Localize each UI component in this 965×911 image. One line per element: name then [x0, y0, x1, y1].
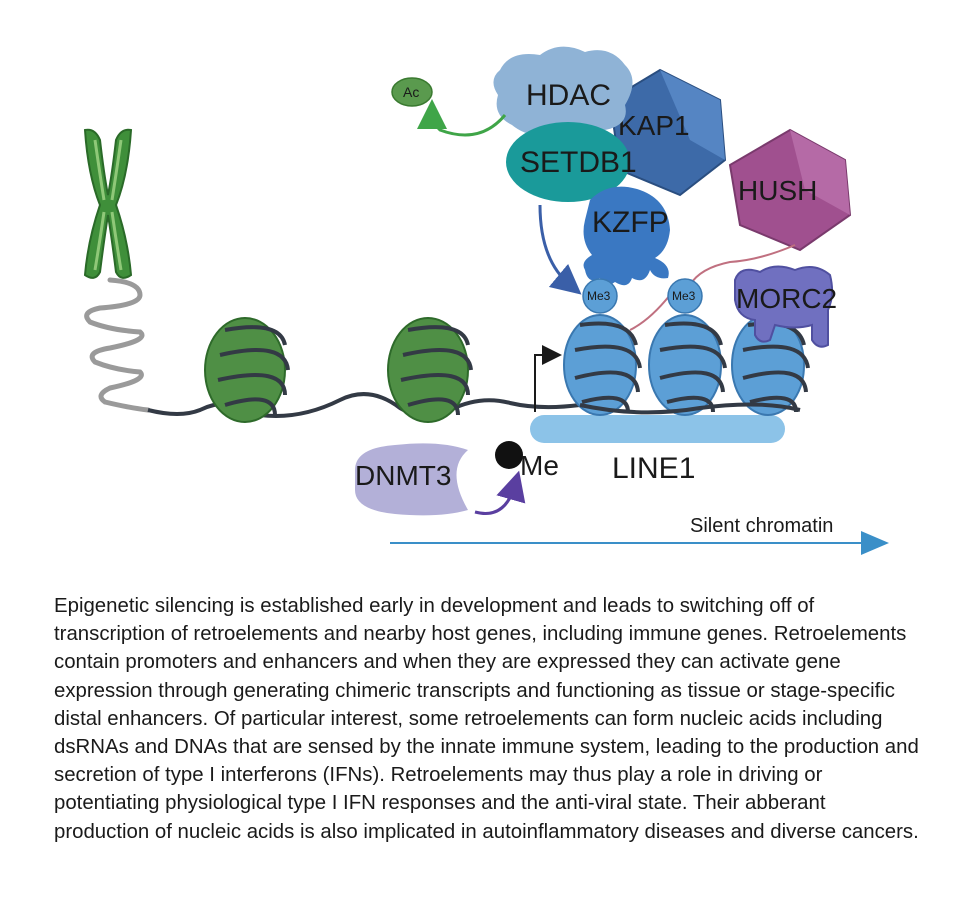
line1-label: LINE1 [612, 452, 695, 485]
me3-tether [629, 294, 671, 331]
dnmt3-protein: DNMT3 [355, 443, 468, 516]
condensed-dna [84, 277, 151, 413]
epigenetic-silencing-diagram: MORC2 HUSH KAP1 HDAC Ac SETDB1 KZFP Me3 [83, 46, 889, 555]
figure-caption: Epigenetic silencing is established earl… [54, 595, 919, 843]
morc2-protein: MORC2 [734, 265, 837, 348]
tss-arrow [534, 345, 562, 412]
morc2-label: MORC2 [736, 283, 837, 314]
dnmt3-arrow [474, 470, 526, 515]
methyl-dot [495, 441, 523, 469]
active-nucleosome-1 [204, 317, 290, 423]
hush-protein: HUSH [728, 128, 852, 252]
setdb1-label: SETDB1 [520, 146, 637, 179]
line1-bar [530, 415, 785, 443]
deacetylation-arrow [417, 99, 507, 137]
kap1-protein: KAP1 [608, 68, 727, 197]
silent-chromatin-label: Silent chromatin [690, 515, 833, 537]
methylation-arrow [538, 204, 582, 295]
me3-mark-left: Me3 [582, 278, 618, 314]
dnmt3-label: DNMT3 [355, 460, 451, 491]
svg-text:Me3: Me3 [587, 289, 611, 303]
silent-nucleosome-2 [648, 314, 727, 416]
hdac-label: HDAC [526, 79, 611, 112]
dna-strand [147, 392, 581, 418]
me-label: Me [520, 450, 559, 481]
acetyl-group: Ac [391, 77, 433, 107]
kap1-label: KAP1 [618, 110, 690, 141]
hush-label: HUSH [738, 175, 817, 206]
setdb1-protein: SETDB1 [506, 122, 637, 202]
me3-mark-right: Me3 [667, 278, 703, 314]
silent-nucleosome-1 [563, 314, 642, 416]
ac-label: Ac [403, 84, 419, 100]
svg-text:Me3: Me3 [672, 289, 696, 303]
active-nucleosome-2 [387, 317, 473, 423]
hush-tether [689, 244, 796, 286]
chromosome-icon [83, 128, 133, 279]
kzfp-label: KZFP [592, 206, 669, 239]
kzfp-protein: KZFP [583, 186, 670, 286]
hdac-protein: HDAC [493, 46, 633, 139]
